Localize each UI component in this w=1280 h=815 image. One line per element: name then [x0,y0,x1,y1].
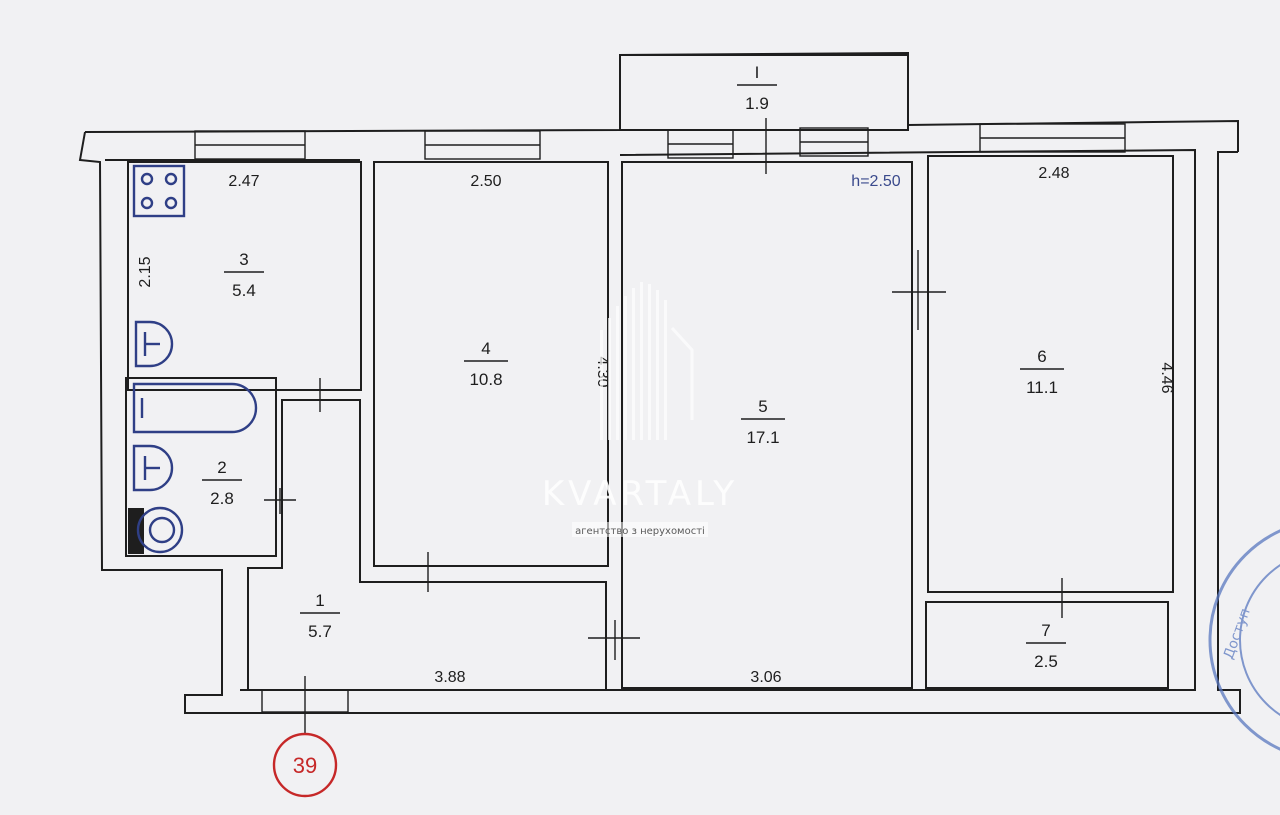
room-area: 2.5 [1034,652,1058,671]
room-area: 5.4 [232,281,256,300]
room-label-6: 6 11.1 [1020,347,1064,397]
room-area: 11.1 [1026,378,1058,397]
room-area: 5.7 [308,622,332,641]
stamp: Доступ [1208,529,1280,751]
room-number: 1 [315,591,324,610]
dim-hall-bottom: 3.88 [434,669,465,686]
stove-icon [132,164,186,218]
stamp-text: Доступ [1221,606,1254,661]
room-2-bathroom [125,377,277,557]
room-number: I [755,63,760,82]
room-number: 7 [1041,621,1050,640]
dim-room6-side: 4.46 [1158,362,1175,393]
apartment-number-marker: 39 [272,732,338,798]
room-number: 3 [239,250,248,269]
room-3-kitchen [127,161,362,391]
windows [194,123,1126,713]
room-number: 2 [217,458,226,477]
room-number: 5 [758,397,767,416]
dim-kitchen-top: 2.47 [228,173,259,190]
watermark-brand: KVARTALY [542,474,738,514]
room-label-1: 1 5.7 [300,591,340,641]
ceiling-height: h=2.50 [851,173,900,190]
room-1-hall [247,399,607,690]
toilet-icon [128,506,184,554]
room-7-storage [925,601,1169,689]
room-label-2: 2 2.8 [202,458,242,508]
apartment-number: 39 [293,753,317,778]
room-label-3: 3 5.4 [224,250,264,300]
dim-room4-top: 2.50 [470,173,501,190]
dim-room6-top: 2.48 [1038,165,1069,182]
room-label-7: 7 2.5 [1026,621,1066,671]
room-area: 10.8 [469,370,502,389]
room-label-balcony: I 1.9 [737,63,777,113]
room-area: 2.8 [210,489,234,508]
room-area: 17.1 [746,428,779,447]
building-logo-icon [600,282,694,440]
door-marks [264,118,1063,734]
room-5 [621,161,913,689]
dim-room5-bottom: 3.06 [750,669,781,686]
dimensions: 2.47 2.15 2.50 4.30 2.48 4.46 3.88 3.06 … [137,165,1175,686]
room-number: 6 [1037,347,1046,366]
watermark-tagline: агентство з нерухомості [575,525,705,537]
room-area: 1.9 [745,94,769,113]
room-number: 4 [481,339,490,358]
watermark: KVARTALY агентство з нерухомості [542,282,738,537]
kitchen-sink-icon [134,320,174,368]
room-label-4: 4 10.8 [464,339,508,389]
washbasin-icon [132,444,174,492]
bathtub-icon [132,382,258,434]
room-label-5: 5 17.1 [741,397,785,447]
outer-walls [78,51,1241,714]
room-6 [927,155,1174,593]
dim-kitchen-side: 2.15 [137,256,154,287]
balcony [619,54,909,131]
